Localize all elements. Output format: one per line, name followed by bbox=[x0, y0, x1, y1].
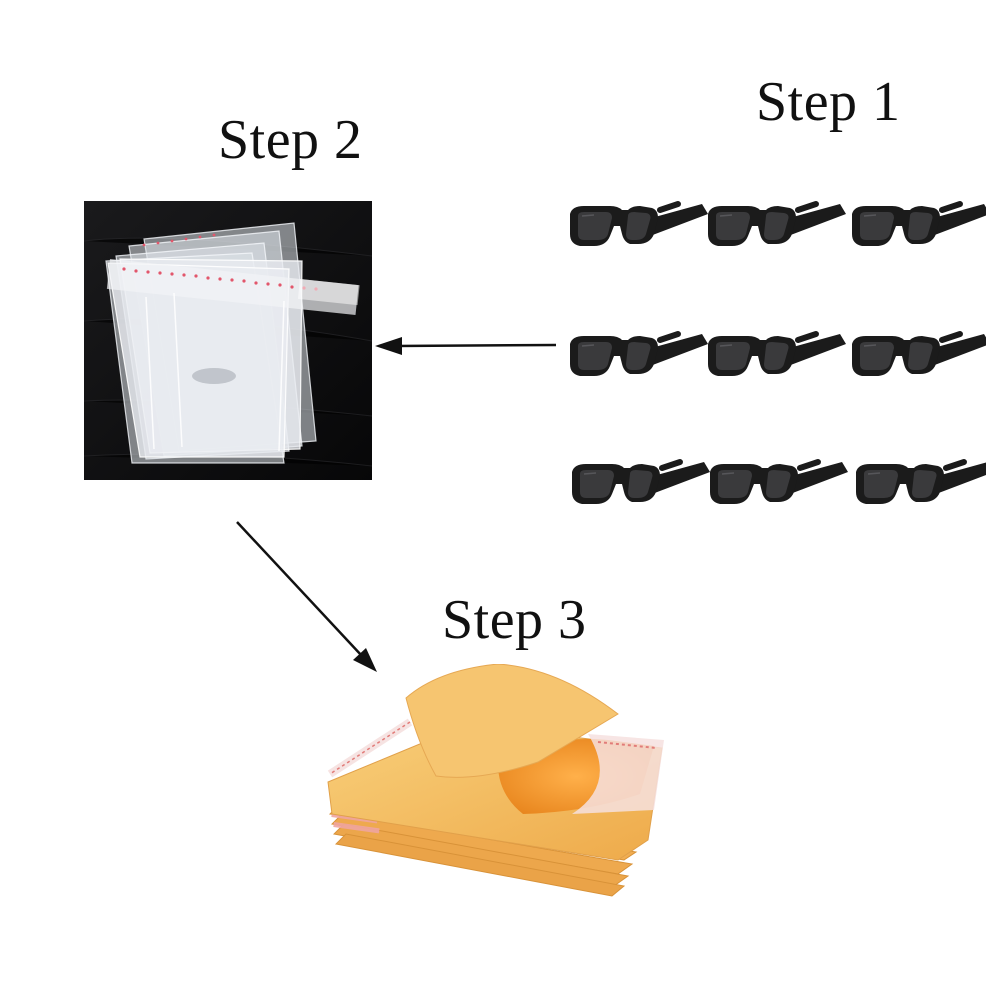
sunglasses-icon bbox=[708, 334, 846, 376]
step-2-label: Step 2 bbox=[218, 109, 363, 171]
sunglasses-icon bbox=[852, 204, 986, 246]
sunglasses-icon bbox=[708, 204, 846, 246]
step-3-label: Step 3 bbox=[442, 589, 587, 651]
sunglasses-grid bbox=[556, 186, 986, 516]
arrow-down-right-icon bbox=[236, 521, 377, 672]
arrow-left-icon bbox=[375, 337, 557, 355]
sunglasses-icon bbox=[570, 204, 708, 246]
clear-bag-stack-image bbox=[84, 201, 372, 480]
sunglasses-icon bbox=[856, 462, 986, 504]
sunglasses-icon bbox=[852, 334, 986, 376]
step-1-label: Step 1 bbox=[756, 71, 901, 133]
sunglasses-icon bbox=[572, 462, 710, 504]
sunglasses-icon bbox=[570, 334, 708, 376]
sunglasses-icon bbox=[710, 462, 848, 504]
bubble-mailer-stack-image bbox=[318, 664, 674, 908]
